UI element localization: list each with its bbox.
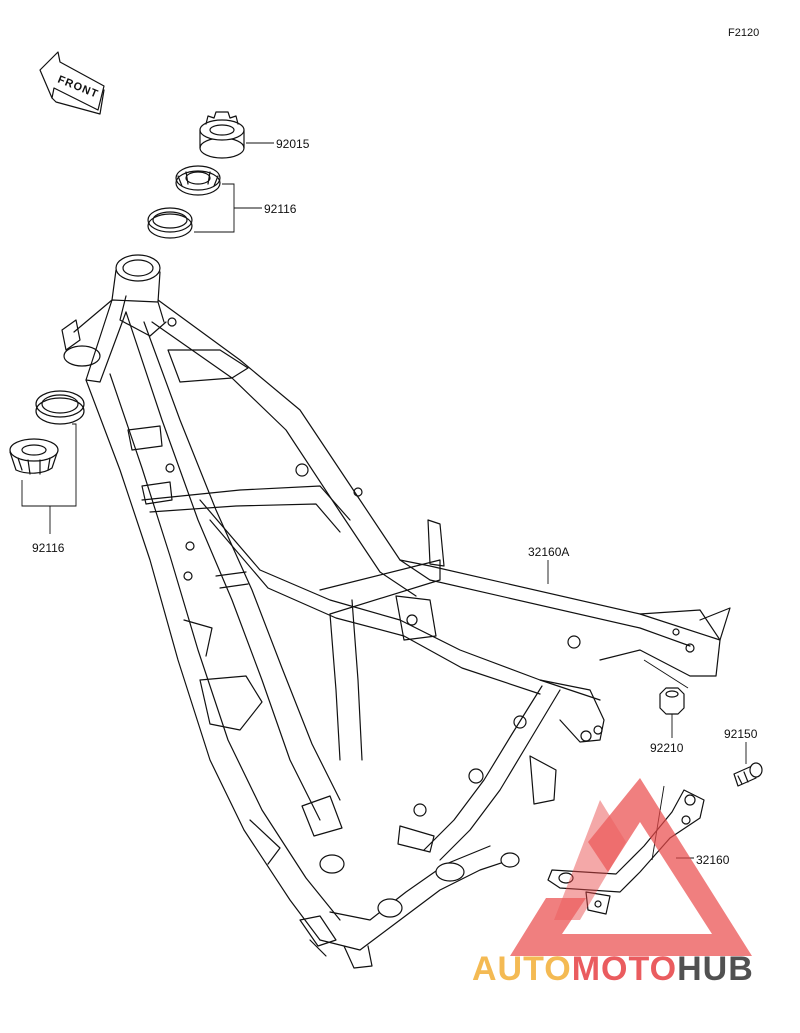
watermark-auto: AUTO: [472, 950, 572, 988]
part-number-32160: 32160: [696, 853, 730, 867]
upper-race-part: [147, 207, 193, 239]
watermark-logo: AUTOMOTOHUB: [472, 778, 754, 988]
watermark-triangle-icon: [510, 778, 752, 956]
front-label: FRONT: [56, 74, 100, 101]
diagram-code: F2120: [728, 27, 759, 39]
watermark-hub: HUB: [677, 950, 754, 988]
main-frame-part: [61, 254, 731, 969]
stem-nut-part: [199, 111, 245, 159]
part-number-92116-upper: 92116: [264, 202, 297, 216]
part-number-92210: 92210: [650, 741, 684, 755]
part-number-92150: 92150: [724, 727, 758, 741]
bolt-part: [733, 762, 763, 787]
watermark-moto: MOTO: [572, 950, 677, 988]
nut-part: [659, 687, 685, 715]
part-number-32160A: 32160A: [528, 545, 569, 559]
bracket-part: [547, 789, 705, 915]
part-number-92015: 92015: [276, 137, 310, 151]
upper-bearing-part: [175, 165, 221, 196]
lower-race-part: [35, 390, 85, 425]
lower-bearing-part: [9, 438, 59, 475]
front-arrow-icon: FRONT: [39, 51, 105, 115]
svg-text:AUTOMOTOHUB: AUTOMOTOHUB: [472, 950, 754, 988]
part-number-92116-lower: 92116: [32, 541, 65, 555]
